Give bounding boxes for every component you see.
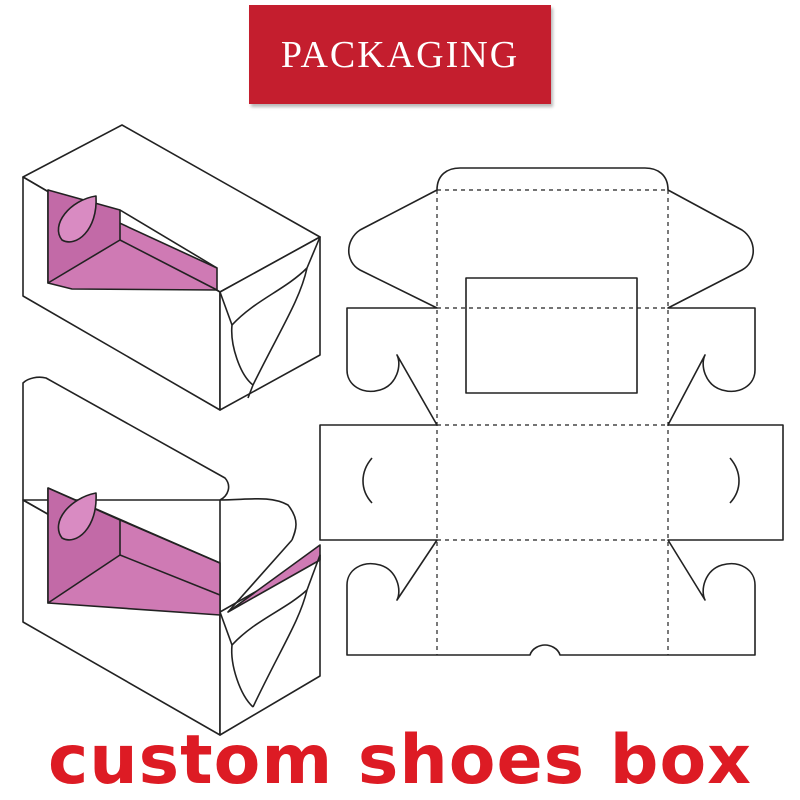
box2-lid-flap [22,376,230,501]
banner-title: PACKAGING [280,33,520,76]
dieline-outline [319,167,784,656]
caption-text: custom shoes box [47,721,753,800]
box1-end-face [219,236,321,411]
dieline-figure [319,167,784,656]
packaging-banner: PACKAGING [249,5,551,104]
dieline-window-cutout [465,277,638,394]
dieline-fold-lines [436,189,669,655]
box-folding-figure [22,376,321,736]
box-closed-figure [22,124,321,411]
